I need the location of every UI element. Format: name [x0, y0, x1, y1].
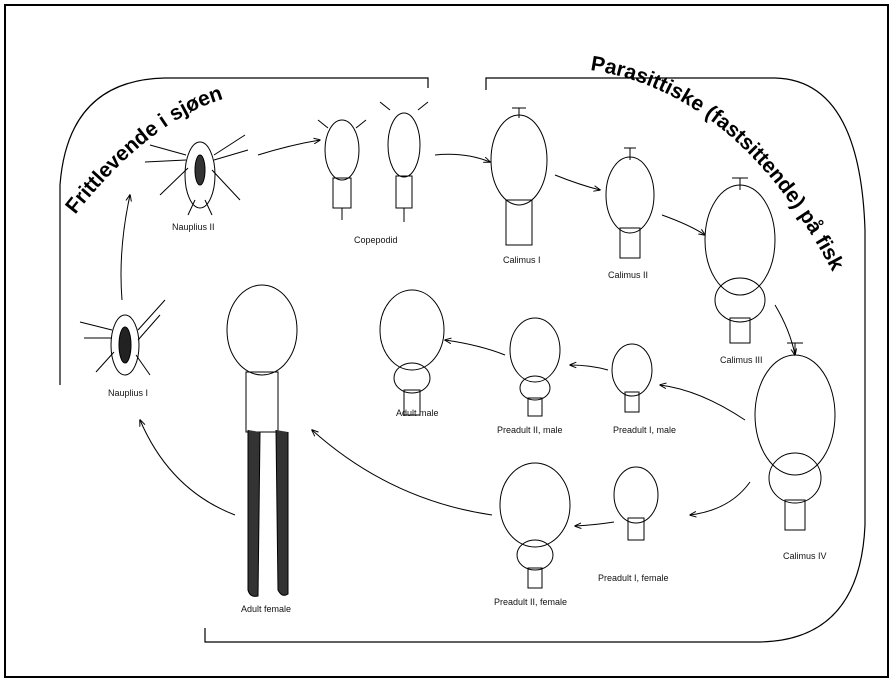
label-nauplius-1: Nauplius I — [108, 388, 148, 398]
adult-female-illustration — [227, 285, 297, 596]
label-preadult-1-female: Preadult I, female — [598, 573, 669, 583]
chalimus-2-illustration — [606, 148, 654, 258]
chalimus-4-illustration — [755, 343, 835, 530]
label-chalimus-2: Calimus II — [608, 270, 648, 280]
parasitic-title: Parasittiske (fastsittende) på fisk — [589, 52, 848, 274]
nauplius-2-illustration — [145, 135, 248, 215]
label-chalimus-3: Calimus III — [720, 355, 763, 365]
preadult-1-female-illustration — [614, 467, 658, 540]
preadult-1-male-illustration — [612, 344, 652, 412]
preadult-2-male-illustration — [510, 318, 560, 416]
label-copepodid: Copepodid — [354, 235, 398, 245]
label-chalimus-4: Calimus IV — [783, 551, 827, 561]
label-adult-female: Adult female — [241, 604, 291, 614]
chalimus-3-illustration — [705, 178, 775, 343]
copepodid-illustration — [318, 102, 428, 222]
cycle-arrows — [121, 140, 795, 526]
label-preadult-2-female: Preadult II, female — [494, 597, 567, 607]
chalimus-1-illustration — [491, 108, 547, 245]
label-preadult-2-male: Preadult II, male — [497, 425, 563, 435]
label-preadult-1-male: Preadult I, male — [613, 425, 676, 435]
preadult-2-female-illustration — [500, 463, 570, 588]
free-living-title: Frittlevende i sjøen — [61, 82, 225, 218]
adult-male-illustration — [380, 290, 444, 415]
label-chalimus-1: Calimus I — [503, 255, 541, 265]
free-living-bracket — [60, 78, 428, 385]
nauplius-1-illustration — [80, 300, 165, 375]
label-adult-male: Adult male — [396, 408, 439, 418]
label-nauplius-2: Nauplius II — [172, 222, 215, 232]
